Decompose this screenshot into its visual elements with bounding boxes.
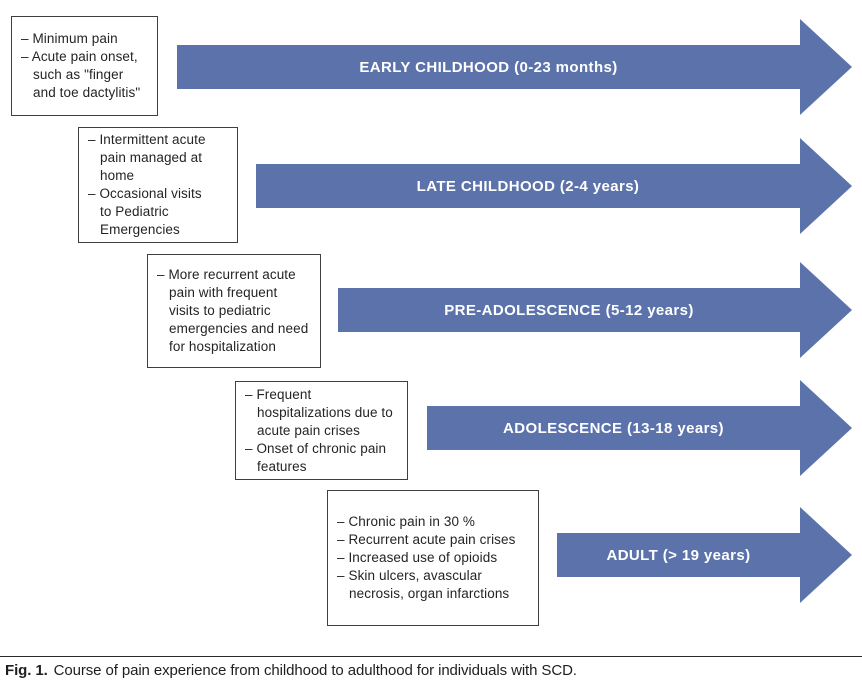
note-line: – Frequent [245,386,312,402]
note-line: emergencies and need [169,321,309,336]
note-line: acute pain crises [257,422,361,438]
note-line: Emergencies [100,222,180,237]
stage-arrow-adolescence: ADOLESCENCE (13-18 years) [427,406,800,450]
note-line: – Increased use of opioids [337,550,498,565]
note-line: visits to pediatric [169,303,271,318]
note-line: to Pediatric [100,204,169,219]
stage-label-late-childhood: LATE CHILDHOOD (2-4 years) [416,177,640,195]
stage-arrow-pre-adolescence: PRE-ADOLESCENCE (5-12 years) [338,288,800,332]
stage-arrow-late-childhood: LATE CHILDHOOD (2-4 years) [256,164,800,208]
figure-caption: Fig. 1. Course of pain experience from ch… [5,662,577,679]
stage-label-pre-adolescence: PRE-ADOLESCENCE (5-12 years) [444,301,694,319]
arrow-head-icon [800,138,852,234]
note-line: and toe dactylitis" [33,85,141,100]
note-line: pain with frequent [169,285,278,300]
note-line: – Onset of chronic pain [245,440,387,456]
note-line: – Skin ulcers, avascular [337,568,482,583]
stage-arrow-early-childhood: EARLY CHILDHOOD (0-23 months) [177,45,800,89]
note-line: – Chronic pain in 30 % [337,514,476,529]
note-line: home [100,168,135,183]
stage-label-adult: ADULT (> 19 years) [606,546,751,564]
notes-box-pre-adolescence: – More recurrent acute pain with frequent… [147,254,321,368]
stage-label-early-childhood: EARLY CHILDHOOD (0-23 months) [359,58,618,76]
stage-arrow-adult: ADULT (> 19 years) [557,533,800,577]
note-line: pain managed at [100,150,203,165]
note-line: – Acute pain onset, [21,49,138,64]
figure-number-label: Fig. 1. [5,662,48,679]
note-line: – Occasional visits [88,186,202,201]
caption-divider [0,656,862,657]
note-line: – Intermittent acute [88,132,206,147]
note-line: – Recurrent acute pain crises [337,532,516,547]
note-line: necrosis, organ infarctions [349,586,510,601]
note-line: such as "finger [33,67,124,82]
arrow-head-icon [800,507,852,603]
arrow-head-icon [800,19,852,115]
figure-caption-text: Course of pain experience from childhood… [53,662,577,679]
arrow-head-icon [800,380,852,476]
note-line: hospitalizations due to [257,404,393,420]
arrow-head-icon [800,262,852,358]
notes-box-adolescence: – Frequent hospitalizations due to acute p… [235,381,408,480]
stage-label-adolescence: ADOLESCENCE (13-18 years) [503,419,724,437]
note-line: for hospitalization [169,339,276,354]
notes-box-late-childhood: – Intermittent acute pain managed at home –… [78,127,238,243]
note-line: features [257,458,307,474]
notes-box-adult: – Chronic pain in 30 % – Recurrent acute … [327,490,539,626]
note-line: – Minimum pain [21,31,118,46]
notes-box-early-childhood: – Minimum pain – Acute pain onset, such as… [11,16,158,116]
note-line: – More recurrent acute [157,267,296,282]
